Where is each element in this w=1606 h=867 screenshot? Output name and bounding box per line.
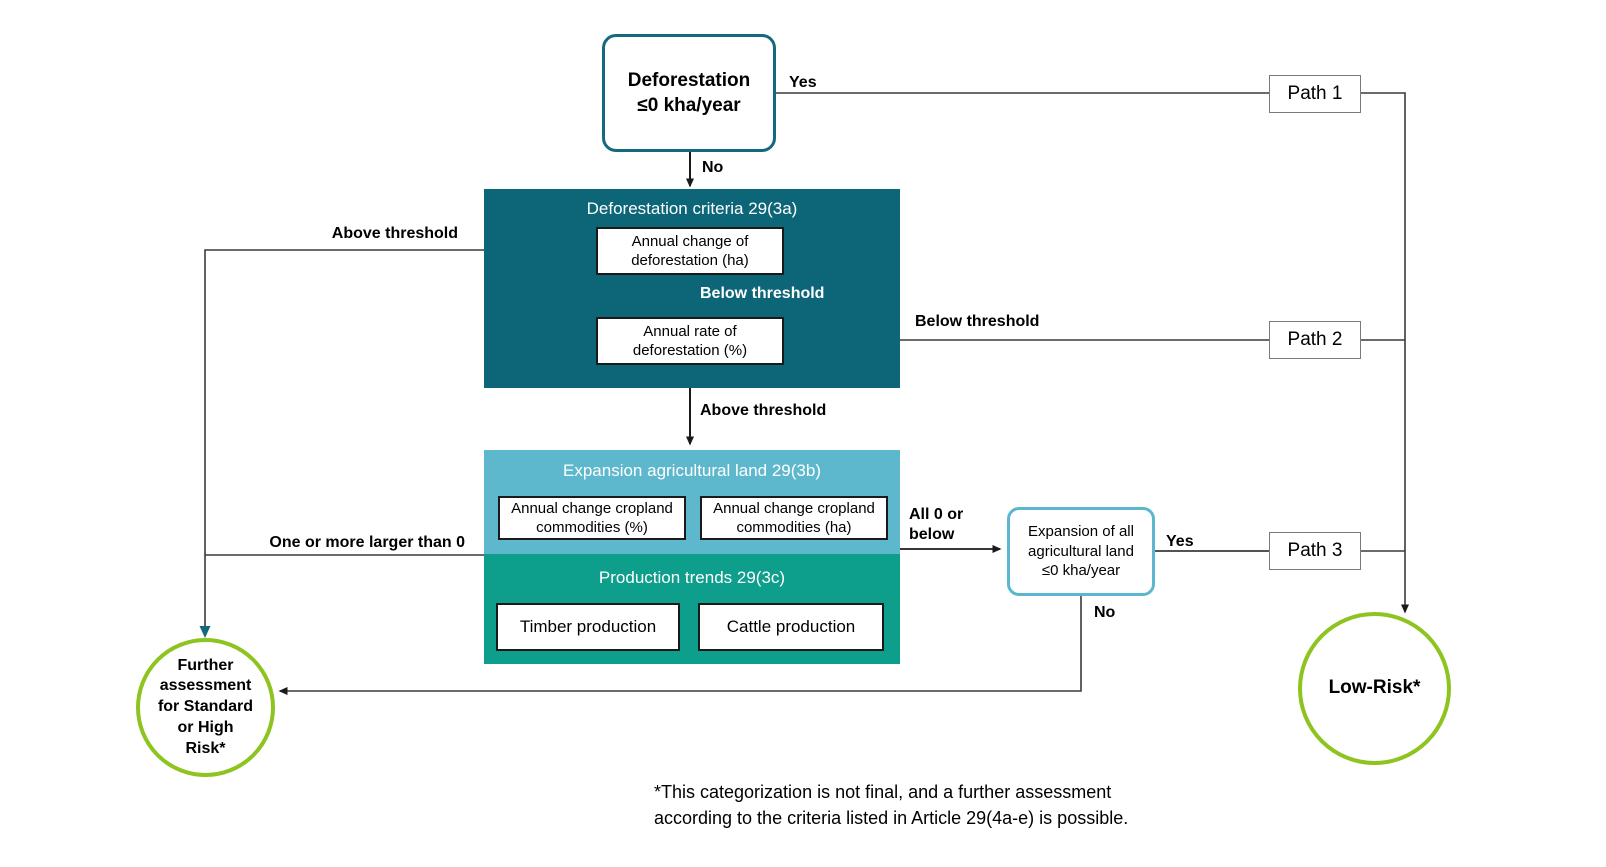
panel-3a-title: Deforestation criteria 29(3a) xyxy=(586,199,798,218)
criteria-box-annual-rate-deforestation[interactable]: Annual rate of deforestation (%) xyxy=(596,317,784,365)
edge-label-no-expansion: No xyxy=(1094,604,1116,621)
decision-expansion-agricultural-land[interactable]: Expansion of all agricultural land ≤0 kh… xyxy=(1007,507,1155,596)
panel-3c-title: Production trends 29(3c) xyxy=(598,568,786,587)
decision-deforestation-threshold[interactable]: Deforestation ≤0 kha/year xyxy=(602,34,776,152)
criteria-box-cattle-production[interactable]: Cattle production xyxy=(698,603,884,651)
result-path-2[interactable]: Path 2 xyxy=(1269,321,1361,359)
edge-label-above-threshold-left: Above threshold xyxy=(331,225,458,242)
edge-label-above-threshold-down: Above threshold xyxy=(700,402,827,419)
criteria-box-annual-change-deforestation[interactable]: Annual change of deforestation (ha) xyxy=(596,227,784,275)
result-path-3[interactable]: Path 3 xyxy=(1269,532,1361,570)
footnote-text: *This categorization is not final, and a… xyxy=(654,782,1129,828)
criteria-box-cropland-commodities-percent[interactable]: Annual change cropland commodities (%) xyxy=(498,496,686,540)
criteria-box-timber-production[interactable]: Timber production xyxy=(496,603,680,651)
edge-label-below-threshold-right: Below threshold xyxy=(915,313,1040,330)
edge-label-no-deforestation: No xyxy=(702,159,724,176)
result-path-1[interactable]: Path 1 xyxy=(1269,75,1361,113)
edge-label-all-zero-or-below: All 0 or below xyxy=(909,506,964,543)
edge-label-yes-expansion: Yes xyxy=(1166,533,1194,550)
criteria-box-cropland-commodities-hectares[interactable]: Annual change cropland commodities (ha) xyxy=(700,496,888,540)
edge-label-one-or-more-larger-than-zero: One or more larger than 0 xyxy=(269,534,465,551)
terminal-further-assessment[interactable]: Further assessment for Standard or High … xyxy=(136,638,275,777)
edge-label-below-threshold-inner: Below threshold xyxy=(700,285,825,302)
terminal-low-risk[interactable]: Low-Risk* xyxy=(1298,612,1451,765)
panel-3b-title: Expansion agricultural land 29(3b) xyxy=(563,461,821,480)
edge-label-yes-deforestation: Yes xyxy=(789,74,817,91)
